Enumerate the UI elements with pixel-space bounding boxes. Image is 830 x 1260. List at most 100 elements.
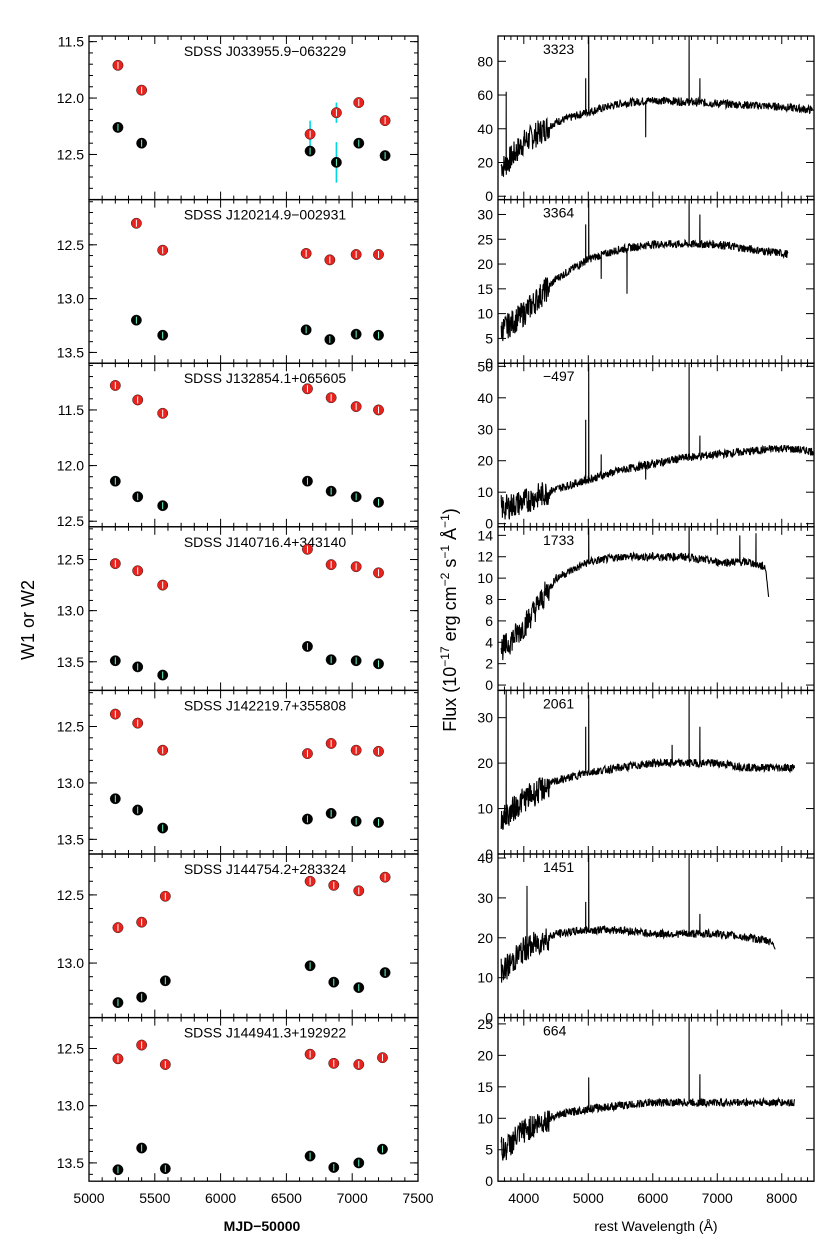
spectrum-annotation: 3364 — [543, 205, 574, 221]
y-tick-label: 2 — [485, 656, 493, 672]
y-tick-label: 20 — [477, 1047, 493, 1063]
spectrum-line — [500, 853, 776, 983]
panel-frame — [88, 362, 419, 528]
y-tick-label: 13.0 — [57, 603, 84, 619]
y-tick-label: 12.5 — [57, 513, 84, 529]
lightcurve-panel-title: SDSS J033955.9−063229 — [184, 43, 347, 59]
y-tick-label: 40 — [477, 121, 493, 137]
flux-label-exp: −2 — [438, 572, 452, 586]
spectrum-panel: 0 10 20 30 2061 — [477, 689, 815, 862]
y-tick-label: 13.0 — [57, 775, 84, 791]
lightcurve-panel-title: SDSS J120214.9−002931 — [184, 207, 347, 223]
y-tick-label: 50 — [477, 358, 493, 374]
y-tick-label: 20 — [477, 256, 493, 272]
x-tick-label: 5500 — [139, 1190, 170, 1206]
spectrum-line — [500, 35, 814, 177]
y-tick-label: 20 — [477, 930, 493, 946]
panel-frame — [88, 689, 419, 855]
y-tick-label: 30 — [477, 710, 493, 726]
y-tick-label: 0 — [485, 188, 493, 204]
left-y-axis-label: W1 or W2 — [18, 580, 38, 660]
y-tick-label: 40 — [477, 390, 493, 406]
x-tick-label: 5000 — [73, 1190, 104, 1206]
spectrum-panel: 0 5 10 15 20 25 30 3364 — [477, 198, 815, 371]
spectrum-line — [500, 363, 815, 520]
y-tick-label: 80 — [477, 53, 493, 69]
y-tick-label: 10 — [477, 306, 493, 322]
y-tick-label: 0 — [485, 1010, 493, 1026]
y-tick-label: 13.0 — [57, 955, 84, 971]
panel-frame — [497, 526, 815, 692]
y-tick-label: 13.5 — [57, 344, 84, 360]
y-tick-label: 10 — [477, 970, 493, 986]
lightcurve-panel: 12.5 13.0 13.5 SDSS J144941.3+192922 5000 550… — [57, 1016, 434, 1206]
y-tick-label: 12.5 — [57, 1040, 84, 1056]
y-tick-label: 13.0 — [57, 1098, 84, 1114]
y-tick-label: 8 — [485, 592, 493, 608]
spectrum-annotation: 664 — [543, 1023, 567, 1039]
spectrum-annotation: −497 — [543, 368, 575, 384]
x-tick-label: 7500 — [402, 1190, 433, 1206]
y-tick-label: 14 — [477, 527, 493, 543]
y-tick-label: 0 — [485, 355, 493, 371]
lightcurve-panel-title: SDSS J140716.4+343140 — [184, 534, 347, 550]
y-tick-label: 20 — [477, 154, 493, 170]
y-tick-label: 11.5 — [58, 34, 84, 50]
y-tick-label: 15 — [477, 281, 493, 297]
y-tick-label: 11.5 — [58, 402, 84, 418]
spectrum-line — [500, 526, 770, 661]
spectrum-line — [500, 690, 796, 830]
lightcurve-panel-title: SDSS J132854.1+065605 — [184, 370, 347, 386]
y-tick-label: 25 — [477, 1016, 493, 1032]
right-x-axis-label: rest Wavelength (Å) — [594, 1218, 717, 1234]
y-tick-label: 10 — [477, 1110, 493, 1126]
y-tick-label: 5 — [485, 330, 493, 346]
x-tick-label: 4000 — [508, 1190, 539, 1206]
flux-label-part: ) — [440, 508, 460, 514]
panel-frame — [88, 1016, 419, 1182]
spectrum-annotation: 3323 — [543, 41, 574, 57]
y-tick-label: 10 — [477, 801, 493, 817]
flux-label-exp: −17 — [438, 646, 452, 667]
y-tick-label: 20 — [477, 755, 493, 771]
y-tick-label: 25 — [477, 231, 493, 247]
y-tick-label: 13.5 — [57, 654, 84, 670]
y-tick-label: 13.5 — [57, 1155, 84, 1171]
spectrum-annotation: 2061 — [543, 695, 574, 711]
y-tick-label: 10 — [477, 570, 493, 586]
spectrum-line — [500, 199, 789, 342]
flux-label-exp: −1 — [438, 514, 452, 528]
y-tick-label: 5 — [485, 1142, 493, 1158]
y-tick-label: 12.5 — [57, 719, 84, 735]
y-tick-label: 4 — [485, 634, 493, 650]
x-tick-label: 7000 — [702, 1190, 733, 1206]
flux-label-part: Å — [440, 528, 460, 545]
y-tick-label: 12.5 — [57, 887, 84, 903]
y-tick-label: 6 — [485, 613, 493, 629]
lightcurve-panel-title: SDSS J142219.7+355808 — [184, 697, 347, 713]
y-tick-label: 30 — [477, 206, 493, 222]
y-tick-label: 12.5 — [57, 146, 84, 162]
y-tick-label: 12.5 — [57, 237, 84, 253]
y-tick-label: 30 — [477, 421, 493, 437]
lightcurve-panel-title: SDSS J144941.3+192922 — [184, 1025, 347, 1041]
flux-label-part: Flux (10 — [440, 667, 460, 732]
y-tick-label: 0 — [485, 677, 493, 693]
y-tick-label: 12.5 — [57, 552, 84, 568]
y-tick-label: 0 — [485, 846, 493, 862]
panel-frame — [497, 1016, 815, 1182]
spectrum-annotation: 1451 — [543, 859, 574, 875]
x-tick-label: 5000 — [573, 1190, 604, 1206]
y-tick-label: 10 — [477, 484, 493, 500]
y-tick-label: 15 — [477, 1079, 493, 1095]
